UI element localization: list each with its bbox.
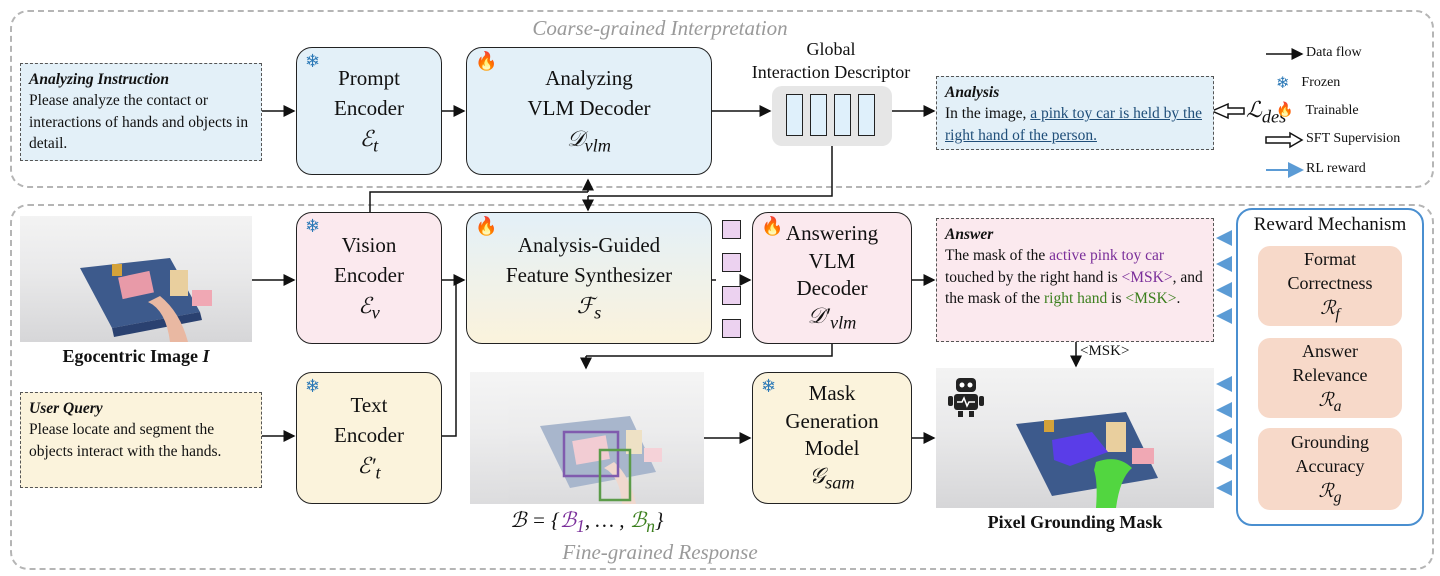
fine-region-title: Fine-grained Response bbox=[470, 540, 850, 565]
reward-mechanism-title: Reward Mechanism bbox=[1253, 214, 1407, 235]
vision-encoder-line1: Vision bbox=[341, 232, 397, 257]
scene-illustration bbox=[80, 258, 212, 342]
answering-decoder-line1: Answering bbox=[785, 221, 879, 246]
legend-trainable: 🔥 Trainable bbox=[1276, 102, 1359, 119]
mask-generation-model: ❄ Mask Generation Model 𝒢sam bbox=[752, 372, 912, 504]
loss-label: ℒdes bbox=[1246, 97, 1287, 127]
coarse-region bbox=[10, 10, 1434, 188]
feature-token bbox=[722, 220, 741, 239]
prompt-encoder: ❄ Prompt Encoder ℰt bbox=[296, 47, 442, 175]
box-scene-illustration bbox=[540, 416, 662, 504]
answer-box: Answer The mask of the active pink toy c… bbox=[936, 218, 1214, 342]
descriptor-slab bbox=[858, 94, 875, 136]
mask-model-symbol: 𝒢sam bbox=[809, 463, 855, 493]
legend-data-flow: Data flow bbox=[1306, 45, 1362, 60]
vision-encoder-symbol: ℰv bbox=[358, 293, 380, 323]
flame-icon: 🔥 bbox=[761, 216, 784, 236]
analyzing-decoder-symbol: 𝒟vlm bbox=[566, 126, 612, 156]
snowflake-icon: ❄ bbox=[1276, 75, 1290, 92]
pixel-grounding-image bbox=[936, 368, 1214, 508]
descriptor-line2: Interaction Descriptor bbox=[751, 62, 911, 83]
object-mask bbox=[1052, 432, 1108, 466]
legend-rl: RL reward bbox=[1306, 161, 1366, 176]
analyzing-decoder-line1: Analyzing bbox=[545, 65, 633, 90]
reward-grounding-accuracy: Grounding Accuracy ℛg bbox=[1258, 428, 1402, 510]
legend-frozen: ❄ Frozen bbox=[1276, 75, 1341, 92]
feature-token bbox=[722, 253, 741, 272]
vision-encoder-line2: Encoder bbox=[334, 263, 404, 288]
flame-icon: 🔥 bbox=[475, 216, 498, 236]
hand-mask bbox=[1094, 459, 1132, 508]
legend-sft: SFT Supervision bbox=[1306, 131, 1401, 146]
egocentric-caption: Egocentric Image I bbox=[62, 346, 210, 366]
coarse-region-title: Coarse-grained Interpretation bbox=[532, 16, 788, 40]
bounding-box-image bbox=[470, 372, 704, 504]
descriptor-tokens bbox=[772, 86, 892, 146]
snowflake-icon: ❄ bbox=[305, 51, 321, 71]
descriptor-slab bbox=[786, 94, 803, 136]
feature-token bbox=[722, 286, 741, 305]
analyzing-decoder-line2: VLM Decoder bbox=[527, 96, 651, 121]
snowflake-icon: ❄ bbox=[305, 376, 321, 396]
mask-scene-illustration bbox=[1016, 412, 1158, 508]
feature-synth-line1: Analysis-Guided bbox=[517, 232, 661, 257]
box-bn bbox=[598, 448, 632, 502]
mask-model-line1: Mask bbox=[808, 381, 856, 406]
answering-decoder-line2: VLM bbox=[808, 248, 856, 273]
analysis-text: In the image, a pink toy car is held by … bbox=[945, 105, 1202, 144]
box-b1 bbox=[562, 430, 620, 478]
feature-synth-symbol: ℱs bbox=[576, 293, 602, 323]
box-set-label: ℬ = {ℬ1, … , ℬn} bbox=[510, 508, 664, 537]
feature-token bbox=[722, 319, 741, 338]
analyzing-instruction-box: Analyzing Instruction Please analyze the… bbox=[20, 63, 262, 161]
prompt-encoder-line2: Encoder bbox=[334, 96, 404, 121]
text-encoder-line2: Encoder bbox=[334, 423, 404, 448]
mask-model-line2: Generation bbox=[785, 408, 879, 433]
user-query-text: Please locate and segment the objects in… bbox=[29, 421, 222, 460]
text-encoder-line1: Text bbox=[350, 392, 388, 417]
answering-vlm-decoder: 🔥 Answering VLM Decoder 𝒟′vlm bbox=[752, 212, 912, 344]
answering-decoder-symbol: 𝒟′vlm bbox=[807, 303, 857, 333]
pixel-grounding-caption: Pixel Grounding Mask bbox=[987, 512, 1163, 532]
answering-decoder-line3: Decoder bbox=[796, 276, 868, 301]
mask-model-line3: Model bbox=[804, 436, 860, 461]
analyzing-instruction-text: Please analyze the contact or interactio… bbox=[29, 92, 249, 153]
flame-icon: 🔥 bbox=[475, 51, 498, 71]
prompt-encoder-symbol: ℰt bbox=[359, 126, 379, 156]
feature-synth-line2: Feature Synthesizer bbox=[505, 263, 673, 288]
egocentric-image bbox=[20, 216, 252, 342]
descriptor-label: Global Interaction Descriptor bbox=[736, 38, 926, 85]
msk-label: <MSK> bbox=[1080, 343, 1130, 359]
reward-answer-relevance: Answer Relevance ℛa bbox=[1258, 338, 1402, 418]
feature-synthesizer: 🔥 Analysis-Guided Feature Synthesizer ℱs bbox=[466, 212, 712, 344]
answer-text: The mask of the active pink toy car touc… bbox=[945, 247, 1203, 308]
analyzing-instruction-title: Analyzing Instruction bbox=[29, 71, 169, 88]
descriptor-line1: Global bbox=[806, 39, 856, 59]
text-encoder-symbol: ℰ′t bbox=[357, 453, 381, 483]
snowflake-icon: ❄ bbox=[761, 376, 777, 396]
reward-format-correctness: Format Correctness ℛf bbox=[1258, 246, 1402, 326]
fine-region bbox=[10, 204, 1434, 570]
analysis-box: Analysis In the image, a pink toy car is… bbox=[936, 76, 1214, 150]
descriptor-slab bbox=[810, 94, 827, 136]
flame-icon: 🔥 bbox=[1276, 103, 1294, 118]
prompt-encoder-line1: Prompt bbox=[338, 65, 400, 90]
text-encoder: ❄ Text Encoder ℰ′t bbox=[296, 372, 442, 504]
answer-title: Answer bbox=[945, 226, 994, 243]
snowflake-icon: ❄ bbox=[305, 216, 321, 236]
analyzing-vlm-decoder: 🔥 Analyzing VLM Decoder 𝒟vlm bbox=[466, 47, 712, 175]
analysis-title: Analysis bbox=[945, 84, 1000, 101]
vision-encoder: ❄ Vision Encoder ℰv bbox=[296, 212, 442, 344]
user-query-title: User Query bbox=[29, 400, 103, 417]
robot-icon bbox=[944, 374, 988, 423]
descriptor-slab bbox=[834, 94, 851, 136]
user-query-box: User Query Please locate and segment the… bbox=[20, 392, 262, 488]
